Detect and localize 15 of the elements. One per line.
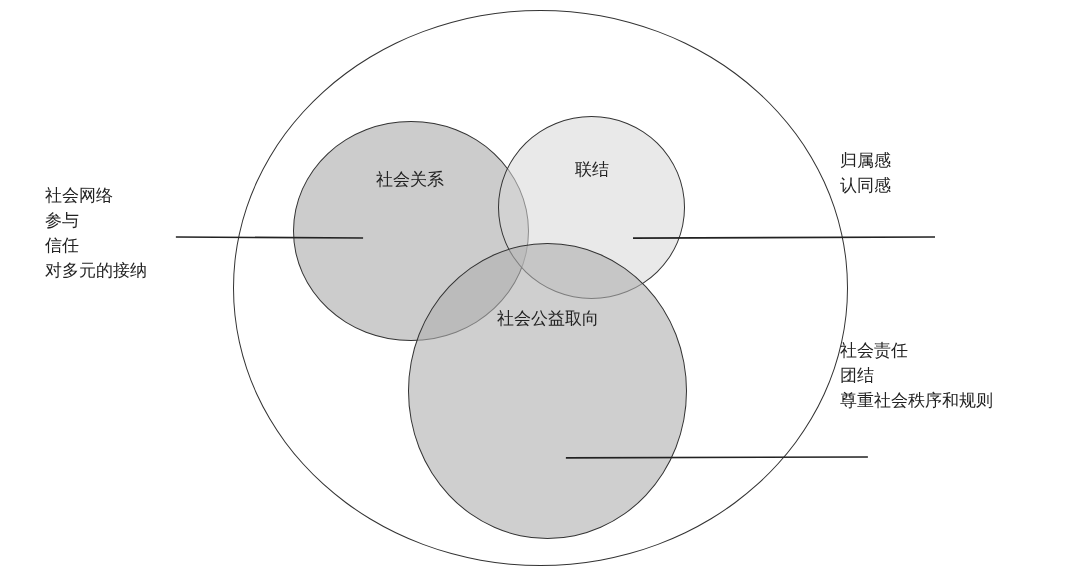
list-item-text: 对多元的接纳 [45, 260, 148, 282]
list-item-text: 归属感 [840, 150, 892, 172]
list-item-text: 信任 [45, 235, 80, 257]
list-item-text: 尊重社会秩序和规则 [840, 390, 994, 412]
circle-label: 社会关系 [376, 169, 444, 191]
list-item-text: 团结 [840, 365, 875, 387]
list-item-text: 参与 [45, 210, 80, 232]
leader-line [565, 456, 869, 459]
list-item-text: 社会责任 [840, 340, 909, 362]
leader-line [175, 236, 364, 239]
circle-label: 联结 [575, 159, 609, 181]
leader-line [632, 236, 936, 239]
circle-label: 社会公益取向 [497, 308, 599, 330]
list-item-text: 认同感 [840, 175, 892, 197]
list-item-text: 社会网络 [45, 185, 114, 207]
